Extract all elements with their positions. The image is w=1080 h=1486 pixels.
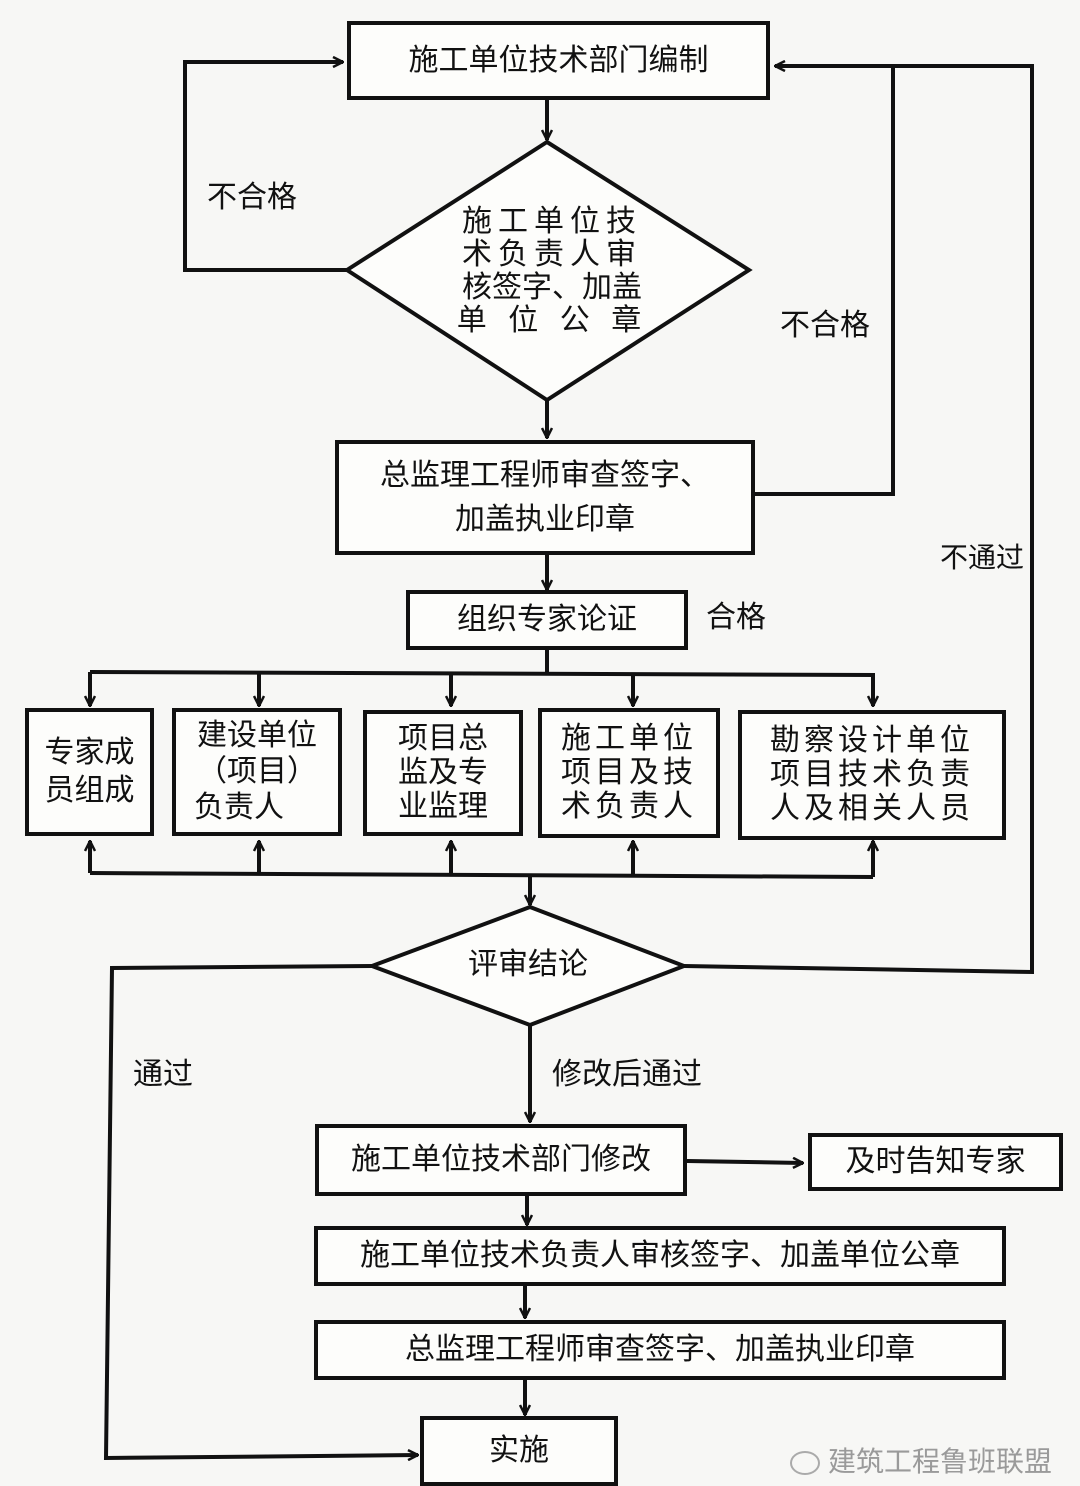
participant-experts: 专家成 员组成 [25, 708, 154, 836]
participant-line: 监及专 [398, 755, 488, 790]
participant-line: 人及相关人员 [770, 791, 974, 826]
participant-line: （项目） [197, 754, 317, 789]
participant-line: 施工单位 [561, 721, 697, 756]
participant-line: 专家成 [44, 735, 135, 770]
edge-revise-notify [686, 1161, 803, 1163]
implement-node: 实施 [420, 1416, 618, 1486]
watermark: 建筑工程鲁班联盟 [790, 1440, 1052, 1480]
conclusion-label: 评审结论 [468, 947, 588, 982]
expert-demo-label: 组织专家论证 [457, 602, 637, 637]
collection-bus [89, 871, 874, 879]
passed-after-revision-label: 修改后通过 [552, 1057, 702, 1092]
notify-label: 及时告知专家 [845, 1144, 1026, 1179]
edge-passed [103, 964, 418, 1458]
participant-line: 项目总 [398, 721, 488, 756]
participant-line: 员组成 [44, 773, 135, 808]
participant-line: 建设单位 [197, 718, 317, 753]
fail-left-label: 不合格 [207, 180, 297, 215]
wechat-icon [790, 1451, 820, 1475]
expert-demo-node: 组织专家论证 [406, 590, 688, 650]
compile-label: 施工单位技术部门编制 [408, 42, 709, 78]
review-line: 核签字、加盖 [462, 270, 642, 305]
participant-line: 负责人 [194, 790, 284, 825]
participant-owner: 建设单位 （项目） 负责人 [172, 708, 342, 836]
chief-review-line: 总监理工程师审查签字、 [380, 457, 710, 493]
participant-line: 项目及技 [561, 755, 697, 790]
chief-review-line: 加盖执业印章 [455, 501, 635, 537]
fail-right-label: 不合格 [780, 308, 870, 343]
tech-sign-label: 施工单位技术负责人审核签字、加盖单位公章 [360, 1238, 960, 1273]
chief-sign-label: 总监理工程师审查签字、加盖执业印章 [405, 1332, 915, 1367]
tech-sign-node: 施工单位技术负责人审核签字、加盖单位公章 [314, 1226, 1006, 1286]
review-line: 施工单位技 [462, 204, 642, 239]
chief-review-node: 总监理工程师审查签字、 加盖执业印章 [335, 440, 755, 555]
not-passed-label: 不通过 [940, 541, 1025, 574]
participant-line: 业监理 [398, 789, 488, 824]
chief-sign-node: 总监理工程师审查签字、加盖执业印章 [314, 1320, 1006, 1380]
review-line: 术负责人审 [462, 237, 642, 272]
implement-label: 实施 [489, 1433, 549, 1468]
revise-node: 施工单位技术部门修改 [315, 1124, 687, 1196]
qualified-label: 合格 [706, 600, 766, 635]
passed-label: 通过 [133, 1057, 193, 1092]
compile-node: 施工单位技术部门编制 [347, 21, 770, 100]
participant-contractor: 施工单位 项目及技 术负责人 [538, 708, 720, 838]
participant-line: 勘察设计单位 [770, 723, 974, 758]
participant-line: 项目技术负责 [770, 757, 974, 792]
review-line: 单 位 公 章 [456, 303, 648, 338]
watermark-text: 建筑工程鲁班联盟 [828, 1445, 1053, 1478]
review-decision-text: 施工单位技 术负责人审 核签字、加盖 单 位 公 章 [447, 205, 657, 337]
revise-label: 施工单位技术部门修改 [351, 1142, 651, 1177]
notify-node: 及时告知专家 [808, 1133, 1063, 1191]
edge-fail-left [183, 62, 347, 272]
participant-designer: 勘察设计单位 项目技术负责 人及相关人员 [738, 710, 1006, 840]
distribution-bus [89, 670, 876, 677]
edge-fail-right [755, 66, 895, 496]
edge-not-passed [683, 64, 1034, 975]
participant-supervisor: 项目总 监及专 业监理 [363, 710, 523, 836]
participant-line: 术负责人 [561, 789, 697, 824]
